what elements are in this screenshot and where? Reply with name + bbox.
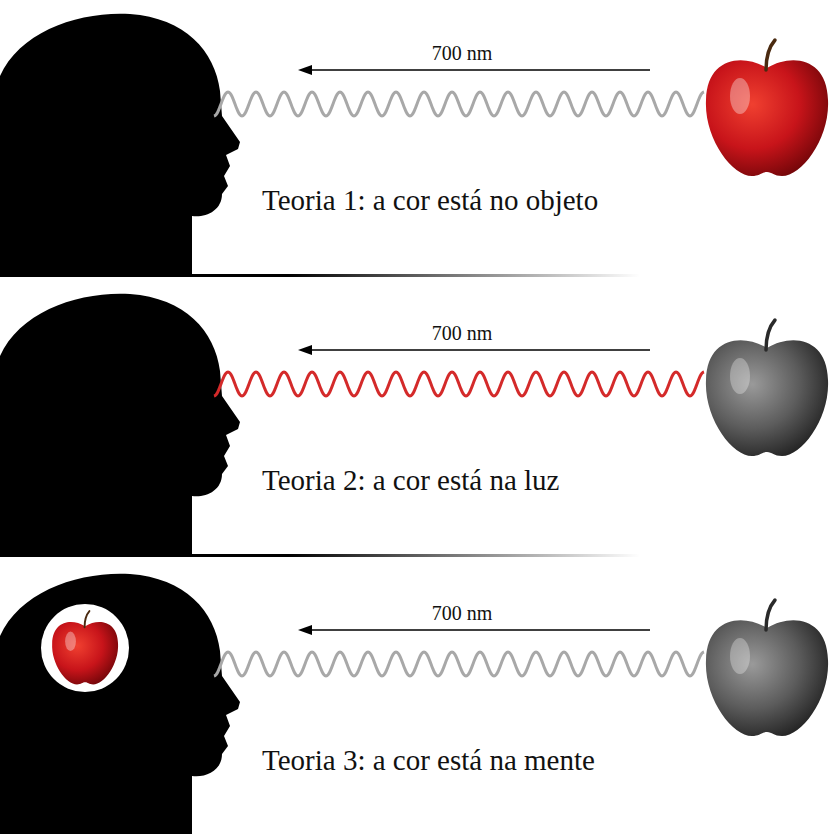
arrow-line [306,349,650,351]
wavelength-label: 700 nm [432,42,493,65]
wavelength-label: 700 nm [432,322,493,345]
theory-caption: Teoria 1: a cor está no objeto [262,184,598,217]
head-silhouette [0,574,240,834]
head-silhouette [0,14,240,274]
light-wave [214,92,704,116]
apple [706,600,828,736]
arrow-head [298,625,312,635]
separator [0,274,640,277]
arrow-head [298,65,312,75]
apple [706,40,828,176]
waves [214,92,704,676]
arrow-line [306,69,650,71]
light-wave [214,372,704,396]
theory-caption: Teoria 2: a cor está na luz [262,464,560,497]
arrow-line [306,629,650,631]
theory-caption: Teoria 3: a cor está na mente [262,744,595,777]
head-silhouette [0,294,240,554]
arrow-head [298,345,312,355]
thought-circle [41,604,129,692]
wavelength-label: 700 nm [432,602,493,625]
separator [0,554,640,557]
apple [706,320,828,456]
light-wave [214,652,704,676]
mental-apple [52,611,118,684]
